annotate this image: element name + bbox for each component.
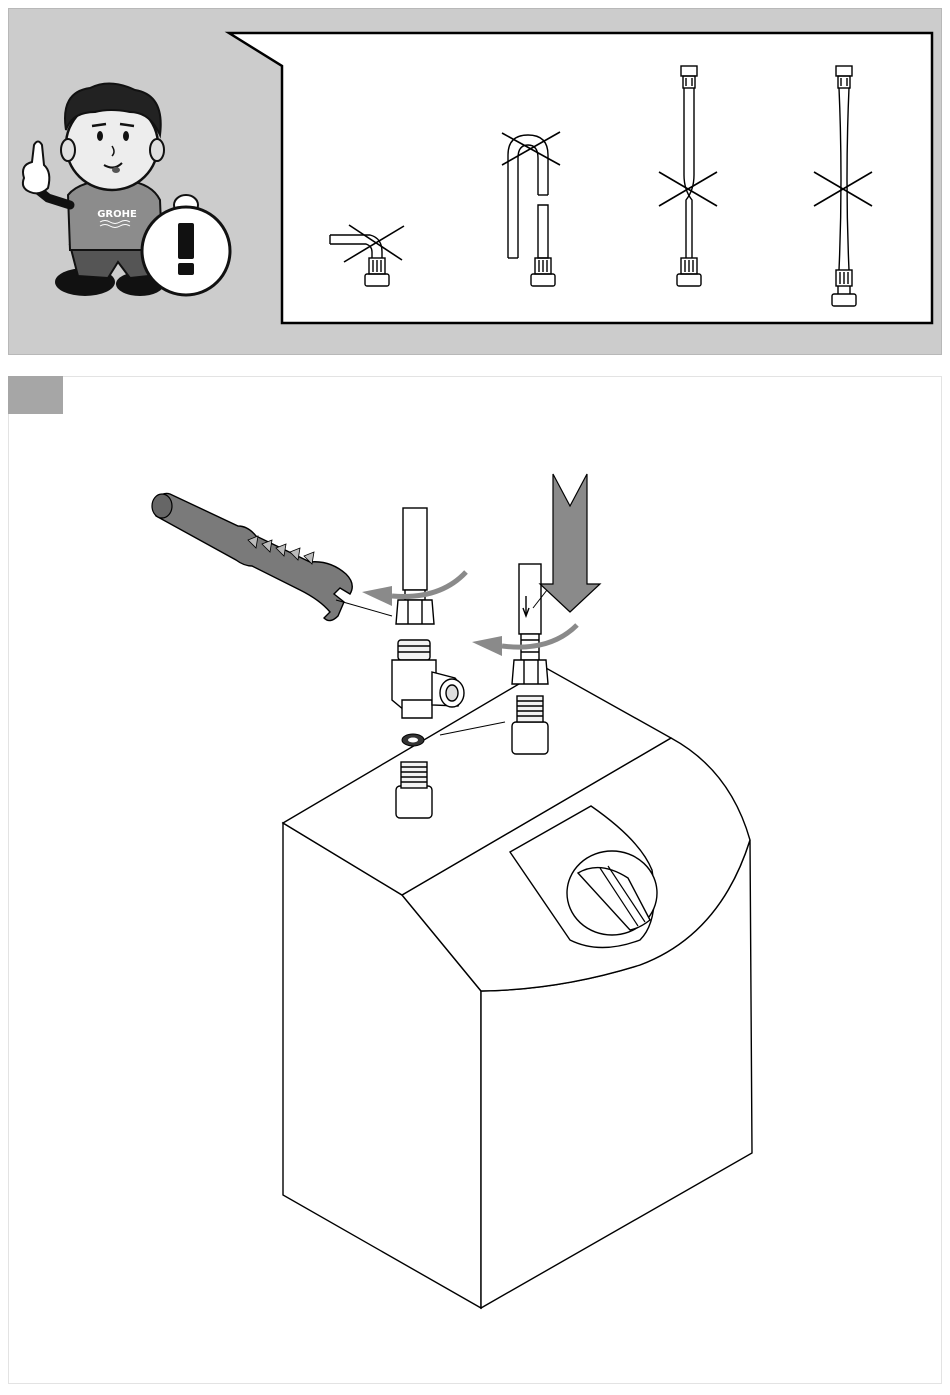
heater-outlet-fitting <box>512 696 548 754</box>
shirt-logo: GROHE <box>97 209 137 220</box>
down-arrow-icon <box>540 474 600 612</box>
sealing-washer <box>402 734 424 746</box>
speech-callout <box>229 33 932 323</box>
grohe-mascot: GROHE <box>23 83 230 296</box>
spanner-wrench-icon <box>152 493 352 620</box>
angle-valve <box>392 640 464 718</box>
water-heater-body <box>283 668 752 1308</box>
right-supply-hose <box>512 564 548 684</box>
left-supply-hose <box>396 508 434 624</box>
exclamation-icon <box>178 223 194 259</box>
heater-inlet-fitting <box>396 762 432 818</box>
